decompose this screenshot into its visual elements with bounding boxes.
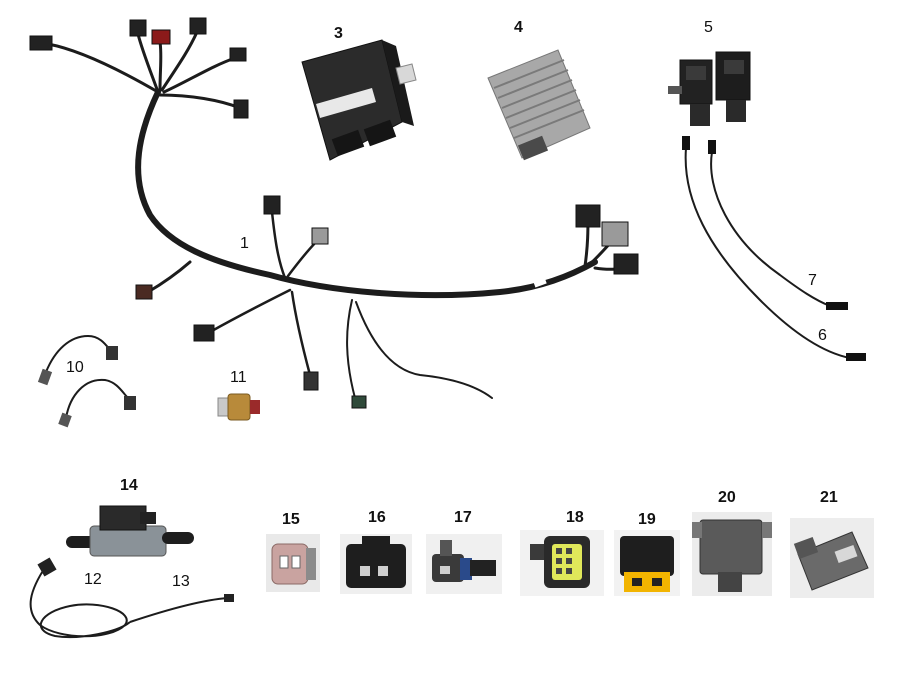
callout-13: 13 xyxy=(172,573,190,590)
connector-icon xyxy=(135,284,153,300)
harness-connectors xyxy=(29,17,639,409)
connector-icon xyxy=(351,395,367,409)
sensor-body-icon xyxy=(106,346,118,360)
sensor-body-icon xyxy=(58,412,72,428)
cdi-box-alt-icon xyxy=(790,518,874,598)
callout-5: 5 xyxy=(704,19,713,36)
callout-20: 20 xyxy=(718,489,736,506)
callout-14: 14 xyxy=(120,477,138,494)
connector-15-icon xyxy=(266,534,320,592)
sensor-cable-icon xyxy=(684,147,851,359)
connector-16-icon xyxy=(340,534,412,594)
connector-icon xyxy=(151,29,171,45)
sensor-tip-icon xyxy=(682,136,690,150)
callout-15: 15 xyxy=(282,511,300,528)
connector-18-icon xyxy=(520,530,604,596)
cdi-box-icon xyxy=(692,512,772,596)
connector-icon xyxy=(29,35,53,51)
connector-icon xyxy=(263,195,281,215)
sensor-tip-icon xyxy=(846,353,866,361)
connector-icon xyxy=(311,227,329,245)
sensor-body-icon xyxy=(37,368,53,386)
connector-19-icon xyxy=(614,530,680,596)
callout-labels: 1 3 4 5 6 7 10 11 12 13 14 15 16 17 18 1… xyxy=(66,19,838,590)
connector-icon xyxy=(233,99,249,119)
connector-icon xyxy=(601,221,629,247)
plug-icon xyxy=(224,594,234,602)
sensor-body-icon xyxy=(124,396,136,410)
connector-icon xyxy=(193,324,215,342)
plug-icon xyxy=(37,557,57,577)
callout-6: 6 xyxy=(818,327,827,344)
connector-17-icon xyxy=(426,534,502,594)
callout-16: 16 xyxy=(368,509,386,526)
callout-12: 12 xyxy=(84,571,102,588)
callout-19: 19 xyxy=(638,511,656,528)
connector-icon xyxy=(229,47,247,62)
oxygen-sensor-icon xyxy=(45,334,131,419)
sensor-tip-icon xyxy=(826,302,848,310)
callout-21: 21 xyxy=(820,489,838,506)
connector-icon xyxy=(129,19,147,37)
sensor-tip-icon xyxy=(708,140,716,154)
voltage-regulator-icon xyxy=(487,49,591,161)
callout-3: 3 xyxy=(334,25,343,42)
callout-11: 11 xyxy=(230,369,247,386)
connector-icon xyxy=(303,371,319,391)
relay-pair-icon xyxy=(668,51,751,126)
inline-heater-icon xyxy=(66,505,194,557)
callout-10: 10 xyxy=(66,359,84,376)
callout-4: 4 xyxy=(514,19,523,36)
pressure-switch-icon xyxy=(217,393,260,421)
connector-icon xyxy=(189,17,207,35)
power-cable-icon xyxy=(29,565,229,638)
callout-1: 1 xyxy=(240,235,249,252)
callout-7: 7 xyxy=(808,272,817,289)
connector-icon xyxy=(613,253,639,275)
callout-18: 18 xyxy=(566,509,584,526)
connector-icon xyxy=(575,204,601,228)
callout-17: 17 xyxy=(454,509,472,526)
ecu-module-icon xyxy=(301,39,417,161)
wiring-harness-icon xyxy=(46,30,630,399)
